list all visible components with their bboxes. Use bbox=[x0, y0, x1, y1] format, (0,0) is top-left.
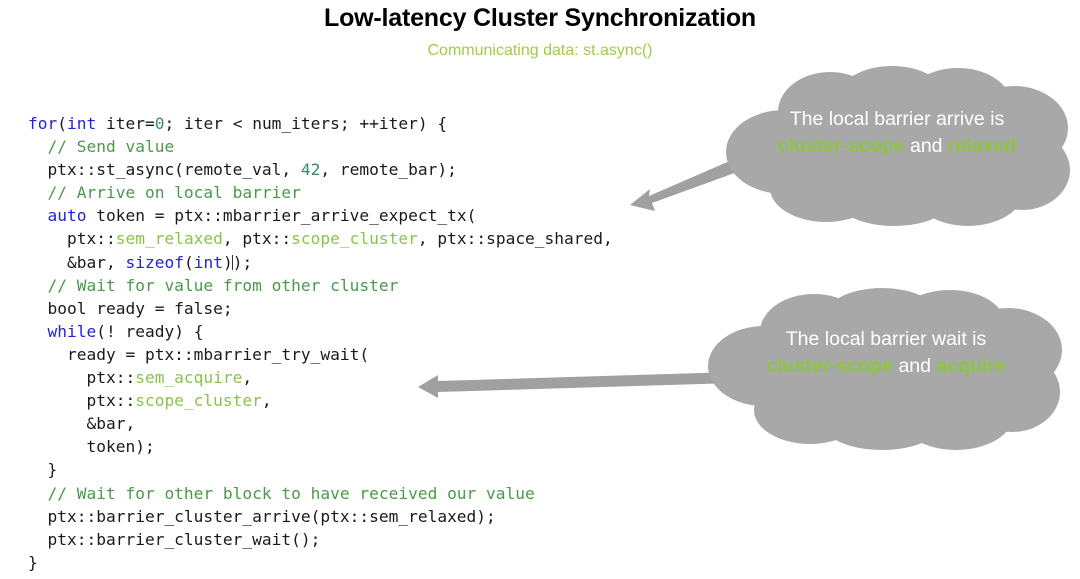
code-line: ptx::scope_cluster, bbox=[28, 389, 613, 412]
code-token: sizeof bbox=[125, 252, 184, 272]
code-token: token = ptx::mbarrier_arrive_expect_tx( bbox=[86, 206, 477, 226]
code-token: while bbox=[47, 321, 97, 341]
code-token: for bbox=[28, 114, 58, 133]
code-line: ptx::sem_relaxed, ptx::scope_cluster, pt… bbox=[28, 227, 613, 250]
code-line: // Wait for value from other cluster bbox=[28, 274, 613, 297]
code-token: &bar, bbox=[28, 252, 126, 272]
callout-cloud-arrive: The local barrier arrive is cluster-scop… bbox=[722, 66, 1072, 226]
code-token: bool ready = false; bbox=[28, 298, 233, 318]
cloud-shape-icon bbox=[708, 288, 1062, 450]
code-token: // Arrive on local barrier bbox=[28, 183, 301, 203]
code-token: ptx:: bbox=[28, 368, 136, 388]
code-token: , ptx::space_shared, bbox=[417, 229, 613, 249]
code-token: // Send value bbox=[28, 137, 175, 157]
code-token: 0 bbox=[154, 114, 165, 133]
code-line: token); bbox=[28, 435, 613, 458]
code-token: 42 bbox=[300, 160, 321, 180]
code-token: &bar, bbox=[28, 414, 136, 434]
code-token: ; iter < num_iters; ++iter) { bbox=[164, 114, 448, 133]
code-line: ptx::barrier_cluster_wait(); bbox=[28, 528, 613, 551]
code-token: , remote_bar); bbox=[320, 160, 457, 180]
code-token: sem_relaxed bbox=[115, 229, 223, 249]
code-token: token); bbox=[28, 437, 155, 457]
code-line: // Send value bbox=[28, 135, 613, 158]
page-subtitle: Communicating data: st.async() bbox=[427, 42, 653, 59]
code-token: ptx::st_async(remote_val, bbox=[28, 160, 301, 180]
code-token: , bbox=[242, 368, 253, 388]
code-token bbox=[28, 322, 48, 341]
code-token: scope_cluster bbox=[291, 229, 418, 249]
code-line: &bar, sizeof(int)); bbox=[28, 251, 613, 274]
code-line: } bbox=[28, 551, 613, 574]
code-line: ready = ptx::mbarrier_try_wait( bbox=[28, 343, 613, 366]
code-line: bool ready = false; bbox=[28, 297, 613, 320]
callout-cloud-wait: The local barrier wait is cluster-scope … bbox=[706, 288, 1066, 450]
code-token: ); bbox=[232, 252, 253, 272]
code-line: &bar, bbox=[28, 412, 613, 435]
code-token: // Wait for value from other cluster bbox=[28, 275, 399, 295]
code-token: ptx:: bbox=[28, 229, 116, 249]
code-token: ptx::barrier_cluster_wait(); bbox=[28, 529, 321, 549]
code-token: iter= bbox=[96, 114, 155, 133]
code-token bbox=[28, 206, 48, 225]
code-token: ) bbox=[222, 252, 233, 272]
code-token: int bbox=[193, 252, 223, 272]
code-token: } bbox=[28, 552, 38, 572]
code-line: ptx::sem_acquire, bbox=[28, 366, 613, 389]
cloud-shape-icon bbox=[726, 66, 1070, 226]
code-token: ( bbox=[57, 114, 67, 133]
code-token: ptx::barrier_cluster_arrive(ptx::sem_rel… bbox=[28, 506, 496, 526]
code-token: ready = ptx::mbarrier_try_wait( bbox=[28, 344, 370, 364]
code-token: ptx:: bbox=[28, 391, 136, 411]
code-block: for(int iter=0; iter < num_iters; ++iter… bbox=[28, 112, 613, 574]
code-token: , ptx:: bbox=[222, 229, 292, 249]
code-line: // Arrive on local barrier bbox=[28, 181, 613, 204]
code-token: int bbox=[67, 114, 97, 133]
text-caret bbox=[232, 254, 234, 270]
code-token: ( bbox=[183, 252, 194, 272]
code-line: // Wait for other block to have received… bbox=[28, 482, 613, 505]
code-token: // Wait for other block to have received… bbox=[28, 483, 535, 503]
code-line: while(! ready) { bbox=[28, 320, 613, 343]
code-line: auto token = ptx::mbarrier_arrive_expect… bbox=[28, 204, 613, 227]
code-token: , bbox=[261, 391, 272, 411]
code-line: ptx::barrier_cluster_arrive(ptx::sem_rel… bbox=[28, 505, 613, 528]
code-token: (! ready) { bbox=[96, 321, 204, 341]
code-token: sem_acquire bbox=[135, 368, 243, 388]
page-title: Low-latency Cluster Synchronization bbox=[324, 4, 756, 32]
code-line: ptx::st_async(remote_val, 42, remote_bar… bbox=[28, 158, 613, 181]
code-token: } bbox=[28, 460, 58, 480]
code-line: for(int iter=0; iter < num_iters; ++iter… bbox=[28, 112, 613, 135]
code-token: auto bbox=[47, 206, 87, 226]
code-line: } bbox=[28, 458, 613, 481]
code-token: scope_cluster bbox=[135, 391, 262, 411]
